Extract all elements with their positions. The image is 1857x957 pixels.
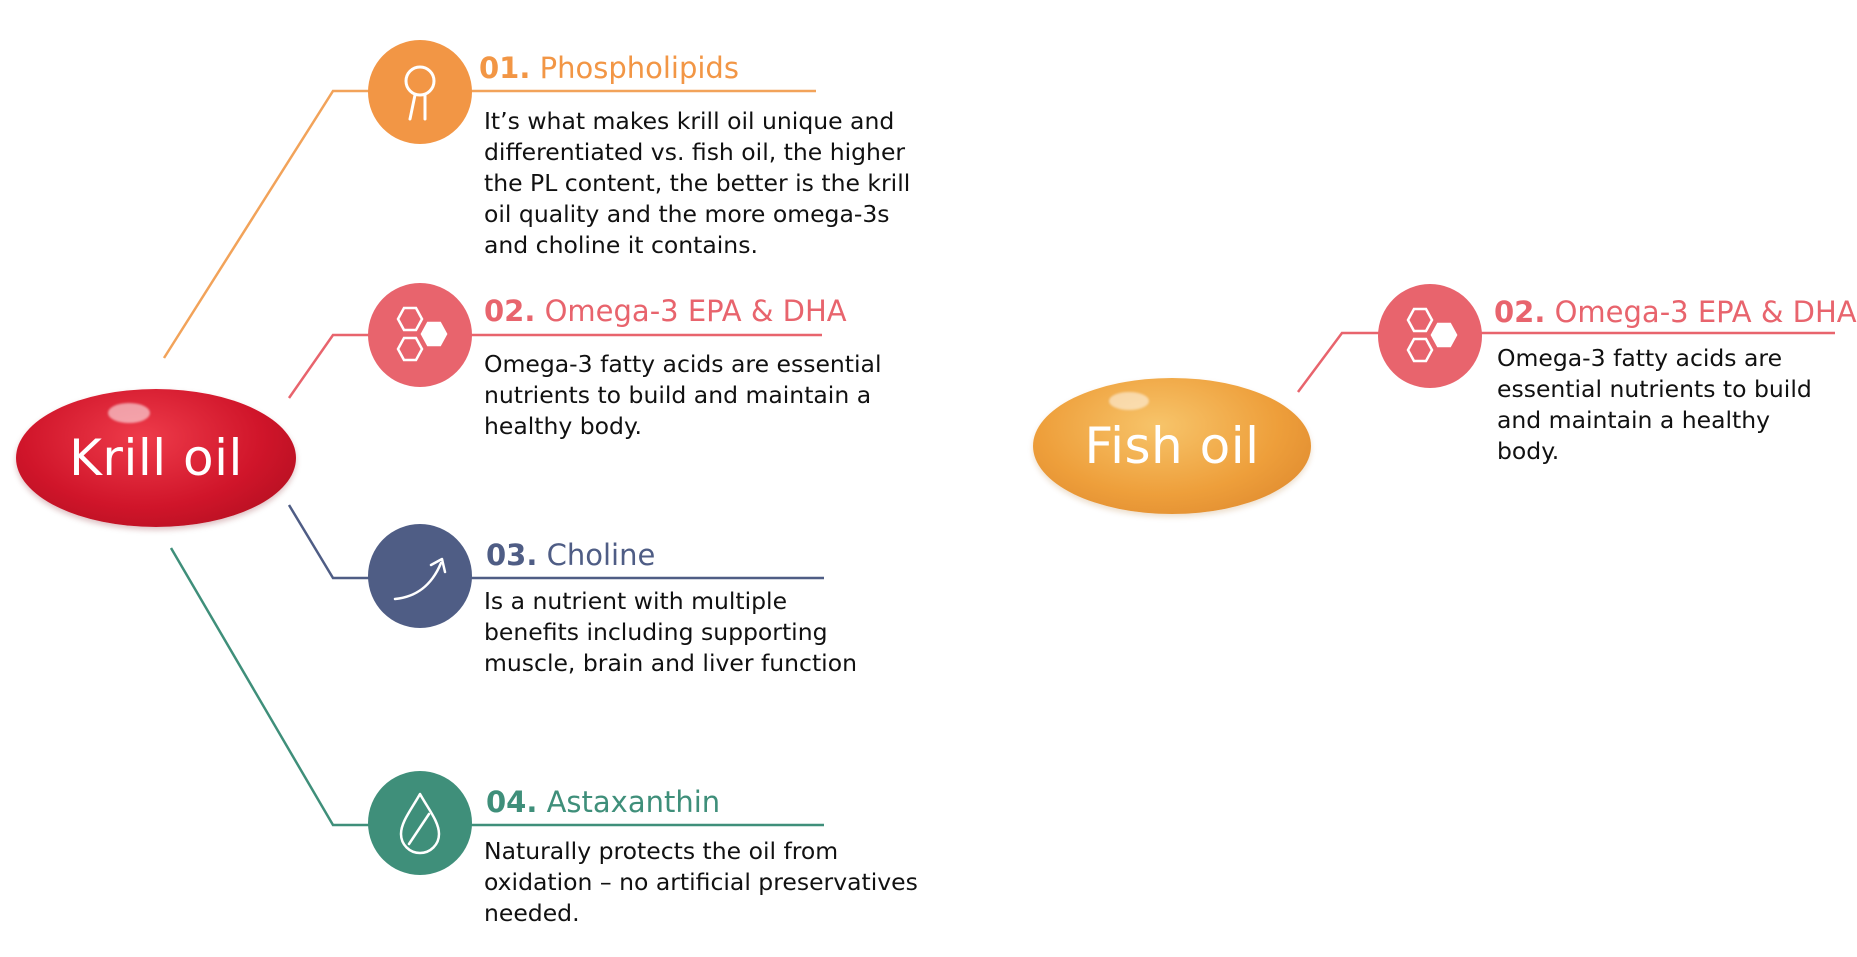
connector-choline <box>287 504 824 580</box>
krill-oil-capsule: Krill oil <box>16 389 296 527</box>
item-number: 02. <box>484 294 536 328</box>
item-title: Omega-3 EPA & DHA <box>1554 295 1857 329</box>
capsule-highlight <box>1109 392 1149 410</box>
item-title: Astaxanthin <box>546 785 721 819</box>
connector-phospholipids <box>162 89 816 359</box>
item-heading-omega3: 02. Omega-3 EPA & DHA <box>484 293 847 329</box>
connector-astaxanthin <box>169 547 824 827</box>
krill-oil-label: Krill oil <box>69 429 243 487</box>
item-text-omega3: Omega-3 fatty acids are essential nutrie… <box>484 350 882 440</box>
connector-omega3-fish <box>1296 331 1835 393</box>
item-title: Choline <box>546 538 656 572</box>
item-number: 03. <box>486 538 538 572</box>
item-title: Omega-3 EPA & DHA <box>544 294 847 328</box>
item-text-choline: Is a nutrient with multiple benefits inc… <box>484 587 857 677</box>
item-number: 04. <box>486 785 538 819</box>
fish-oil-capsule: Fish oil <box>1033 378 1311 514</box>
capsule-highlight <box>108 403 150 423</box>
connector-omega3-krill <box>287 333 822 399</box>
item-heading-phospholipids: 01. Phospholipids <box>479 50 739 86</box>
item-text-astaxanthin: Naturally protects the oil from oxidatio… <box>484 837 918 927</box>
item-text-omega3-fish: Omega-3 fatty acids are essential nutrie… <box>1497 344 1812 465</box>
item-text-phospholipids: It’s what makes krill oil unique and dif… <box>484 107 911 259</box>
phospholipid-icon <box>368 40 472 144</box>
item-heading-omega3-fish: 02. Omega-3 EPA & DHA <box>1494 294 1857 330</box>
fish-oil-label: Fish oil <box>1084 417 1260 475</box>
item-number: 02. <box>1494 295 1546 329</box>
curved-arrow-icon <box>368 524 472 628</box>
item-heading-choline: 03. Choline <box>486 537 655 573</box>
hexagon-molecule-icon <box>368 283 472 387</box>
item-title: Phospholipids <box>539 51 739 85</box>
item-heading-astaxanthin: 04. Astaxanthin <box>486 784 720 820</box>
item-number: 01. <box>479 51 531 85</box>
droplet-icon <box>368 771 472 875</box>
hexagon-molecule-icon <box>1378 284 1482 388</box>
